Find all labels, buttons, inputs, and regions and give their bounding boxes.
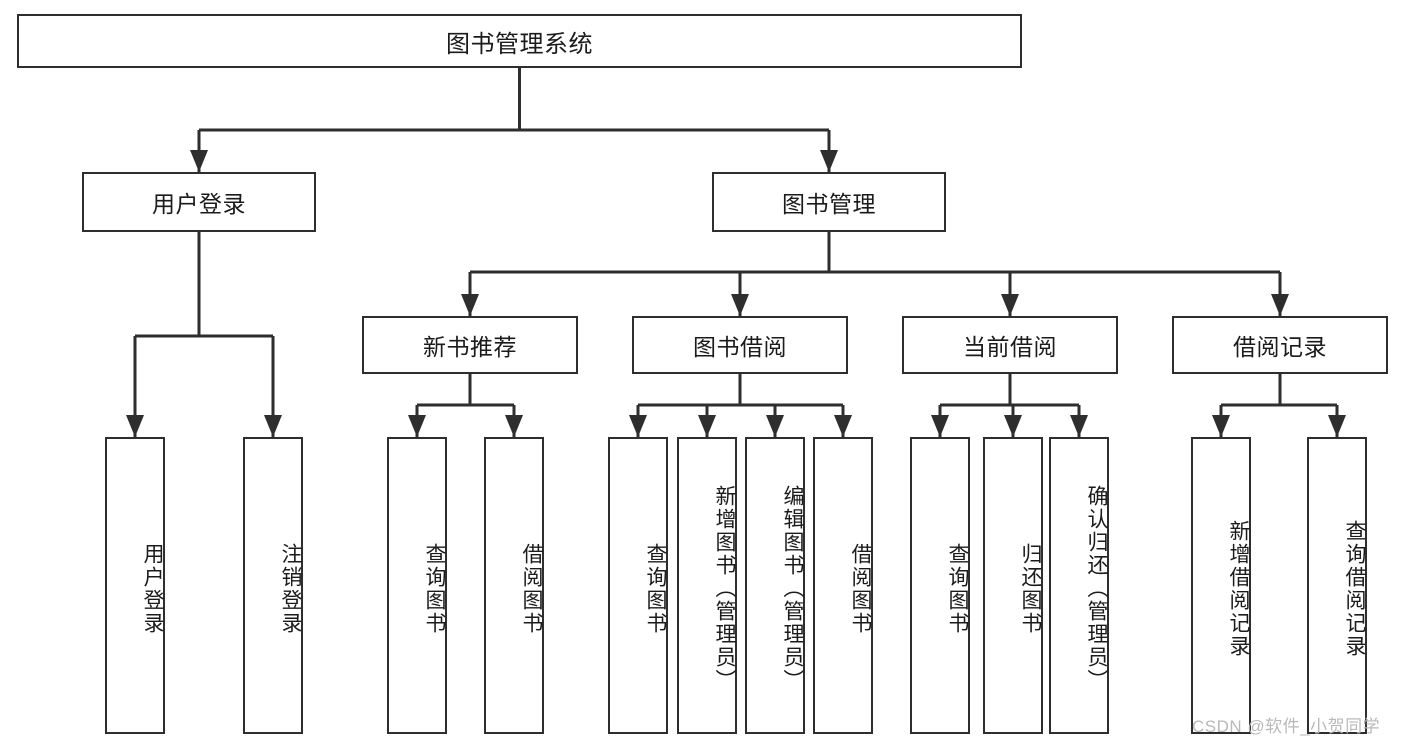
node-leaf-cb-query: 查询图书 bbox=[910, 437, 970, 734]
arrowhead-leaf-cb-return bbox=[1004, 415, 1022, 437]
node-label: 新增图书（管理员） bbox=[713, 485, 736, 692]
node-leaf-br-query: 查询借阅记录 bbox=[1307, 437, 1367, 734]
node-book-borrow: 图书借阅 bbox=[632, 316, 848, 374]
node-leaf-rec-borrow: 借阅图书 bbox=[484, 437, 544, 734]
node-label: 查询图书 bbox=[423, 542, 446, 635]
node-leaf-bb-query: 查询图书 bbox=[608, 437, 668, 734]
node-user-login: 用户登录 bbox=[82, 172, 316, 232]
node-label: 新增借阅记录 bbox=[1227, 519, 1250, 658]
arrowhead-leaf-bb-borrow bbox=[834, 415, 852, 437]
node-borrow-record: 借阅记录 bbox=[1172, 316, 1388, 374]
arrowhead-user-login bbox=[190, 150, 208, 172]
node-label: 借阅记录 bbox=[1233, 334, 1327, 360]
arrowhead-leaf-br-query bbox=[1328, 415, 1346, 437]
node-root: 图书管理系统 bbox=[17, 14, 1022, 68]
node-label: 当前借阅 bbox=[963, 334, 1057, 360]
node-label: 查询图书 bbox=[946, 542, 969, 635]
arrowhead-leaf-bb-query bbox=[629, 415, 647, 437]
arrowhead-book-manage bbox=[820, 150, 838, 172]
node-label: 确认归还（管理员） bbox=[1085, 485, 1108, 692]
node-leaf-user-login: 用户登录 bbox=[105, 437, 165, 734]
node-label: 用户登录 bbox=[152, 191, 246, 217]
arrowhead-leaf-bb-add bbox=[698, 415, 716, 437]
arrowhead-leaf-br-add bbox=[1212, 415, 1230, 437]
node-label: 图书管理系统 bbox=[446, 30, 593, 58]
node-leaf-bb-edit: 编辑图书（管理员） bbox=[745, 437, 805, 734]
arrowhead-leaf-cb-query bbox=[931, 415, 949, 437]
node-leaf-bb-borrow: 借阅图书 bbox=[813, 437, 873, 734]
node-new-book-rec: 新书推荐 bbox=[362, 316, 578, 374]
node-label: 编辑图书（管理员） bbox=[781, 485, 804, 692]
node-leaf-cb-confirm: 确认归还（管理员） bbox=[1049, 437, 1109, 734]
arrowhead-borrow-record bbox=[1271, 294, 1289, 316]
arrowhead-leaf-rec-borrow bbox=[505, 415, 523, 437]
node-label: 用户登录 bbox=[141, 542, 164, 635]
node-label: 图书管理 bbox=[782, 191, 876, 217]
node-leaf-user-logout: 注销登录 bbox=[243, 437, 303, 734]
node-label: 注销登录 bbox=[279, 542, 302, 635]
node-leaf-rec-query: 查询图书 bbox=[387, 437, 447, 734]
node-leaf-bb-add: 新增图书（管理员） bbox=[677, 437, 737, 734]
node-current-borrow: 当前借阅 bbox=[902, 316, 1118, 374]
node-leaf-br-add: 新增借阅记录 bbox=[1191, 437, 1251, 734]
node-label: 查询借阅记录 bbox=[1343, 519, 1366, 658]
arrowhead-current-borrow bbox=[1001, 294, 1019, 316]
arrowhead-book-borrow bbox=[731, 294, 749, 316]
node-book-manage: 图书管理 bbox=[712, 172, 946, 232]
node-label: 借阅图书 bbox=[520, 542, 543, 635]
arrowhead-new-book-rec bbox=[461, 294, 479, 316]
arrowhead-leaf-cb-confirm bbox=[1070, 415, 1088, 437]
node-label: 查询图书 bbox=[644, 542, 667, 635]
arrowhead-leaf-bb-edit bbox=[766, 415, 784, 437]
arrowhead-leaf-user-logout bbox=[264, 415, 282, 437]
arrowhead-leaf-rec-query bbox=[408, 415, 426, 437]
node-leaf-cb-return: 归还图书 bbox=[983, 437, 1043, 734]
arrowhead-leaf-user-login bbox=[126, 415, 144, 437]
node-label: 借阅图书 bbox=[849, 542, 872, 635]
node-label: 图书借阅 bbox=[693, 334, 787, 360]
node-label: 归还图书 bbox=[1019, 542, 1042, 635]
node-label: 新书推荐 bbox=[423, 334, 517, 360]
